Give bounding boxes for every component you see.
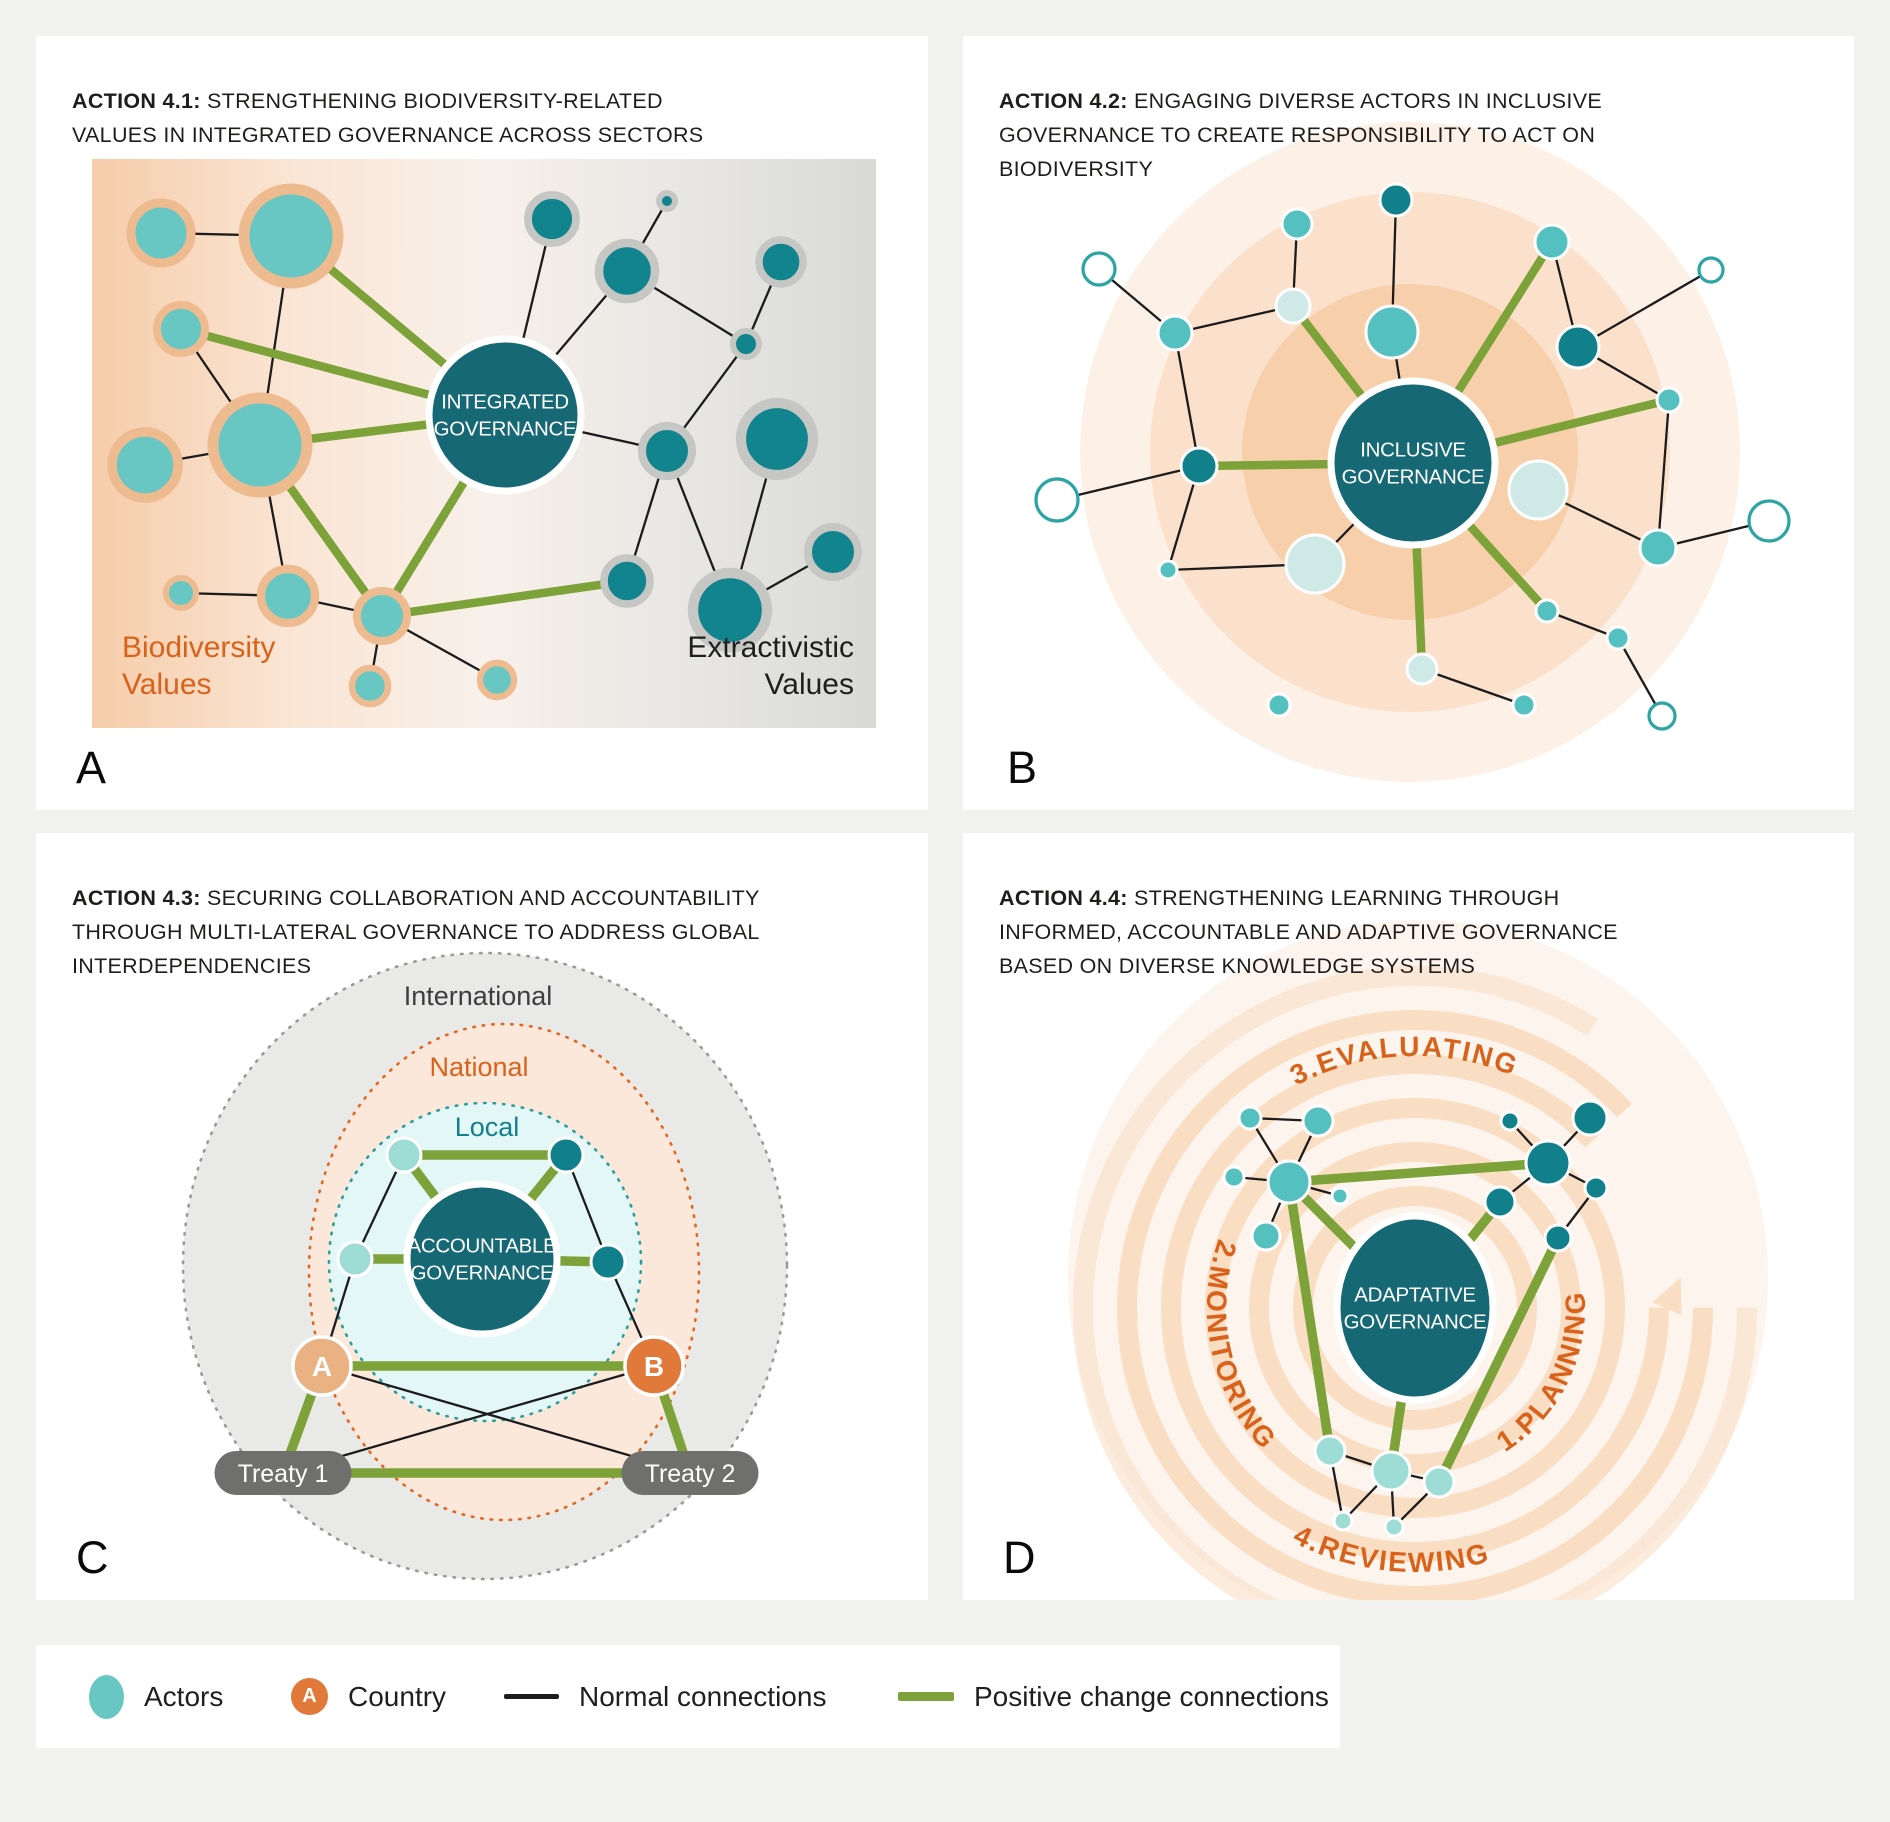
panel-c-title-text: SECURING COLLABORATION AND ACCOUNTABILIT… bbox=[72, 886, 760, 978]
panel-b-title: ACTION 4.2: ENGAGING DIVERSE ACTORS IN I… bbox=[999, 84, 1639, 186]
svg-text:Biodiversity: Biodiversity bbox=[122, 631, 275, 664]
svg-text:B: B bbox=[644, 1351, 664, 1382]
svg-text:GOVERNANCE: GOVERNANCE bbox=[411, 1262, 554, 1285]
svg-text:Treaty 2: Treaty 2 bbox=[645, 1460, 736, 1488]
svg-text:INCLUSIVE: INCLUSIVE bbox=[1360, 439, 1466, 462]
panel-b-title-text: ENGAGING DIVERSE ACTORS IN INCLUSIVE GOV… bbox=[999, 89, 1602, 181]
legend-label-positive-connections: Positive change connections bbox=[974, 1680, 1329, 1712]
panel-d-title-text: STRENGTHENING LEARNING THROUGH INFORMED,… bbox=[999, 886, 1618, 978]
panel-b-network-diagram: INCLUSIVE GOVERNANCE bbox=[1034, 122, 1791, 782]
legend-card: Actors A Country Normal connections Posi… bbox=[36, 1645, 1340, 1748]
panel-d-title-action: ACTION 4.4: bbox=[999, 886, 1128, 910]
country-dot-icon: A bbox=[291, 1678, 328, 1715]
legend-label-normal-connections: Normal connections bbox=[579, 1680, 827, 1712]
legend-item-country: A Country bbox=[291, 1645, 446, 1748]
panel-c-title: ACTION 4.3: SECURING COLLABORATION AND A… bbox=[72, 881, 762, 983]
panel-a-title-action: ACTION 4.1: bbox=[72, 89, 201, 113]
svg-text:Treaty 1: Treaty 1 bbox=[238, 1460, 329, 1488]
svg-text:Local: Local bbox=[455, 1112, 520, 1142]
svg-text:GOVERNANCE: GOVERNANCE bbox=[1342, 466, 1485, 489]
panel-d-label: D bbox=[1003, 1532, 1036, 1583]
svg-text:Extractivistic: Extractivistic bbox=[687, 631, 854, 664]
panel-a-label: A bbox=[76, 742, 107, 793]
svg-text:ACCOUNTABLE: ACCOUNTABLE bbox=[408, 1235, 557, 1258]
svg-text:Values: Values bbox=[122, 668, 212, 701]
panel-c-title-action: ACTION 4.3: bbox=[72, 886, 201, 910]
panel-d-title: ACTION 4.4: STRENGTHENING LEARNING THROU… bbox=[999, 881, 1659, 983]
panel-a-title-text: STRENGTHENING BIODIVERSITY-RELATED VALUE… bbox=[72, 89, 704, 147]
panel-b-title-action: ACTION 4.2: bbox=[999, 89, 1128, 113]
panel-b-label: B bbox=[1007, 742, 1038, 793]
normal-connection-line-icon bbox=[504, 1694, 559, 1699]
svg-text:Values: Values bbox=[764, 668, 854, 701]
legend-label-actors: Actors bbox=[144, 1680, 224, 1712]
legend-item-positive-connections: Positive change connections bbox=[898, 1645, 1329, 1748]
svg-text:ADAPTATIVE: ADAPTATIVE bbox=[1354, 1284, 1476, 1307]
svg-text:International: International bbox=[404, 981, 553, 1011]
panel-b-card: INCLUSIVE GOVERNANCE ACTION 4.2: ENGAGING… bbox=[963, 36, 1854, 810]
legend-item-normal-connections: Normal connections bbox=[504, 1645, 826, 1748]
actor-dot-icon bbox=[89, 1674, 124, 1719]
svg-text:A: A bbox=[312, 1351, 332, 1382]
panel-a-title: ACTION 4.1: STRENGTHENING BIODIVERSITY-R… bbox=[72, 84, 752, 152]
svg-text:INTEGRATED: INTEGRATED bbox=[441, 391, 569, 414]
legend-item-actors: Actors bbox=[89, 1645, 223, 1748]
svg-text:GOVERNANCE: GOVERNANCE bbox=[434, 418, 577, 441]
positive-connection-line-icon bbox=[898, 1692, 954, 1701]
svg-text:GOVERNANCE: GOVERNANCE bbox=[1344, 1311, 1487, 1334]
panel-c-label: C bbox=[76, 1532, 109, 1583]
svg-text:National: National bbox=[429, 1052, 528, 1082]
legend-label-country: Country bbox=[348, 1680, 447, 1712]
